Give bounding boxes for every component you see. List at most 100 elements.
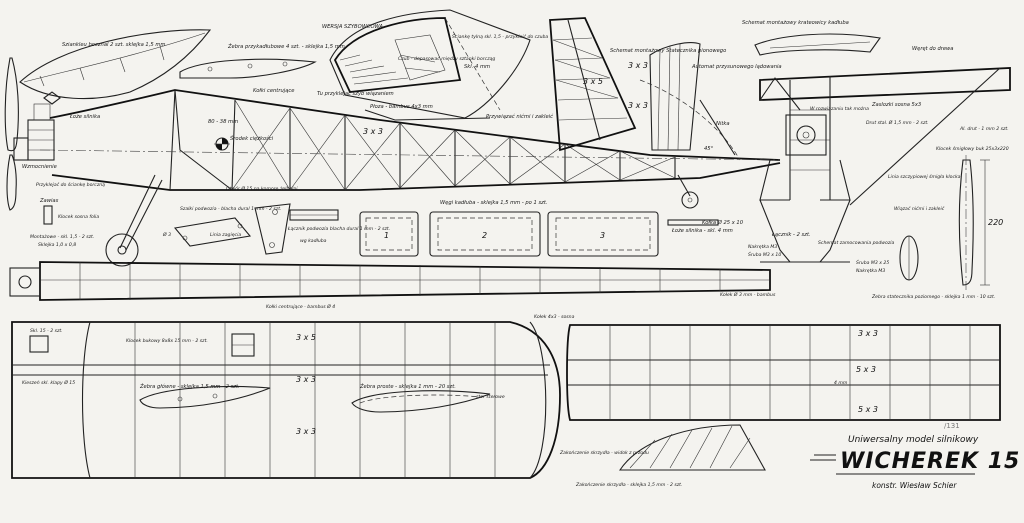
vstab-assembly-schematic <box>649 42 701 151</box>
label-wregi-dowea: Węręt do drewa <box>912 46 953 52</box>
label-sklejka-zeberka: Sklejka 1,0 x 0,8 <box>38 242 76 248</box>
main-rib <box>139 385 271 409</box>
dim-3x3-wing-b: 3 x 3 <box>296 427 316 436</box>
label-schemat-kadl: Schemat montażowy krateowicy kadłuba <box>742 20 849 26</box>
label-wiazac: Wiązać nićmi i zakleić <box>894 205 945 212</box>
label-wg-kadluba: wg kadłuba <box>300 238 327 244</box>
former-number-2: 2 <box>482 231 487 240</box>
label-sruba-m3: Śruba M3 x 10 <box>748 251 781 258</box>
label-os-listka: Łoże silnika <box>69 114 100 120</box>
label-przyklejac-dociskac: Przyklejać do ściankę borczną <box>36 181 105 188</box>
title-subtitle: Uniwersalny model silnikowy <box>848 435 979 445</box>
dim-3x5-wing: 3 x 5 <box>296 333 316 342</box>
label-zebra-proste: Żebra proste - sklejka 1 mm - 20 szt. <box>359 383 456 390</box>
label-drut-stal: Drut stal. Ø 1,5 mm - 2 szt. <box>866 119 929 126</box>
label-kolka: Kołka Ø 25 x 10 <box>702 219 744 226</box>
label-sr-ciezk: Środek ciężkości <box>230 135 274 142</box>
label-linia-szczyp: Linia szczypiowej śmigła klocka <box>888 173 961 180</box>
dim-3x3-hstab: 3 x 3 <box>858 329 878 338</box>
dim-4mm: 4 mm <box>834 380 848 386</box>
label-kolki-cent-bambus: Kołki centrujące - bambus Ø 4 <box>266 303 335 310</box>
label-szpilka-tylna: Ściankę tylną skl. 1,5 - przykleić do cz… <box>452 33 548 40</box>
hinge-block <box>43 205 53 225</box>
plain-rib <box>351 390 491 413</box>
label-montazowe: Montażowe - skl. 1,5 - 2 szt. <box>30 234 94 240</box>
wing-plan-left <box>11 321 561 479</box>
landing-gear-front-view <box>759 67 1001 281</box>
label-skl: Skl. 4 mm <box>464 64 490 70</box>
auto-landing-arrow <box>639 79 741 161</box>
dim-3x5-vstab: 3 x 5 <box>583 77 603 86</box>
dim-5x3-hstab: 5 x 3 <box>856 365 876 374</box>
label-zebra-przyludowe: Żebra przykadłubowe 4 szt. - sklejka 1,5… <box>227 43 345 50</box>
label-szpilka: Sziankleu bocznal 2 szt. sklejka 1,5 mm <box>62 42 165 48</box>
label-zebra-glowne: Żebra główne - sklejka 1,5 mm - 2 szt. <box>139 383 240 390</box>
propeller-front-view <box>958 155 990 290</box>
former-number-1: 1 <box>384 231 389 240</box>
dim-3x3-vstab-b: 3 x 3 <box>628 101 648 110</box>
label-tu-przyklejac: Tu przyklejać szyb wiązaniem <box>317 90 394 97</box>
fuselage-rib-top <box>179 58 317 79</box>
title-author: konstr. Wiesław Schier <box>872 481 957 490</box>
label-czub: Czub - dopasować między sztanki borcząg <box>398 55 495 62</box>
fuselage-former-3 <box>547 211 659 257</box>
fuselage-former-1 <box>359 211 419 257</box>
label-linia-zagiecia: Linia zagięcia <box>210 232 241 238</box>
label-kieszen: Kieszeń skl. klapy Ø 15 <box>22 379 75 386</box>
label-lacznik-2: Łącznik - 2 szt. <box>771 232 811 238</box>
center-of-gravity-mark <box>214 137 230 151</box>
label-automat: Automat przysunowego lądowania <box>691 64 782 70</box>
label-kolek-3mm: Kołek Ø 3 mm - bambus <box>720 291 776 298</box>
former-number-3: 3 <box>600 231 605 240</box>
engine-mount-strip <box>667 219 719 226</box>
dim-45: 45° <box>704 146 714 152</box>
dim-5x3-hstab-b: 5 x 3 <box>858 405 878 414</box>
label-nakretka-m3: Nakrętka M3 <box>748 244 777 250</box>
label-lacznik-podwozia: Łącznik podwozia blacha dural 1 mm - 2 s… <box>287 226 390 232</box>
label-plose: Płoza - bambus 4x3 mm <box>370 104 433 110</box>
label-kolki: Kołki centrujące <box>253 88 294 94</box>
label-klocek-bukowy: Klocek bukowy 8x8x 15 mm - 2 szt. <box>126 338 208 344</box>
title-main: WICHEREK 15 <box>840 449 1020 474</box>
label-zebra-stat: Żebra statecznika poziomego - sklejka 1 … <box>871 293 995 300</box>
label-zaslozki: Zaslozki sosna 5x3 <box>871 102 921 108</box>
label-sruba-m3-25: Śruba M3 x 25 <box>856 259 889 266</box>
propeller-side <box>4 57 29 211</box>
landing-gear-plates <box>173 203 339 255</box>
label-schemat-zamoc: Schemat zamocowania podwozia <box>818 240 895 246</box>
wing-tip-rib <box>618 424 766 471</box>
dim-3x3-truss: 3 x 3 <box>363 127 383 136</box>
label-schemat-stat: Schemat montażowy Statecznika pionowego <box>610 48 726 54</box>
label-wzmocnienie: Wzmocnienie <box>22 164 57 170</box>
label-loze-silnika: Łoże silnika - skl. 4 mm <box>671 228 733 234</box>
title-block: Uniwersalny model silnikowy WICHEREK 15 … <box>810 422 1020 490</box>
main-landing-gear-side <box>105 174 163 267</box>
label-kolek-3-sosna: Kołek 4x3 - sosna <box>534 314 575 320</box>
tail-wheel-side <box>677 174 699 209</box>
label-wymiar-80: 80 - 38 mm <box>208 119 238 125</box>
label-nitka: Nitka <box>716 121 730 127</box>
label-wregi-kadluba: Węgi kadłuba - sklejka 1,5 mm - po 1 szt… <box>440 200 548 206</box>
label-wersja: WERSJA SZYBOWCOWA <box>322 24 383 30</box>
horizontal-stabilizer-plan <box>566 324 1001 421</box>
fuselage-top-view <box>9 261 771 301</box>
vertical-stabilizer <box>549 17 637 152</box>
label-zakonczenie1: Zakończenie skrzydła - widok z przodu <box>559 449 649 456</box>
fuselage-side-rib-template <box>19 29 212 100</box>
label-skl-15: Skl. 15 - 2 szt. <box>30 328 63 334</box>
fuselage-side-truss <box>39 89 781 191</box>
label-zakonczenie2: Zakończenie skrzydła - sklejka 1,5 mm - … <box>575 481 682 488</box>
dim-63: Ø 3 <box>162 231 171 238</box>
label-drut-al: Al. drut - 1 mm 2 szt. <box>959 126 1009 132</box>
dim-3x3-vstab: 3 x 3 <box>628 61 648 70</box>
dim-220: 220 <box>988 218 1003 227</box>
label-przywiazac: Przywiązać nićmi i zakleić <box>486 113 554 120</box>
glider-version-nose <box>329 9 531 121</box>
label-szalki-podwozia: Szalki podwozia - blacha dural 1 mm - 2 … <box>180 206 281 212</box>
label-nakretka-m3b: Nakrętka M3 <box>856 268 885 274</box>
engine-front-view <box>759 114 851 201</box>
fuselage-assembly-schematic <box>754 33 1011 200</box>
label-klocek-sosnowy: Klocek sosna folia <box>58 214 99 220</box>
